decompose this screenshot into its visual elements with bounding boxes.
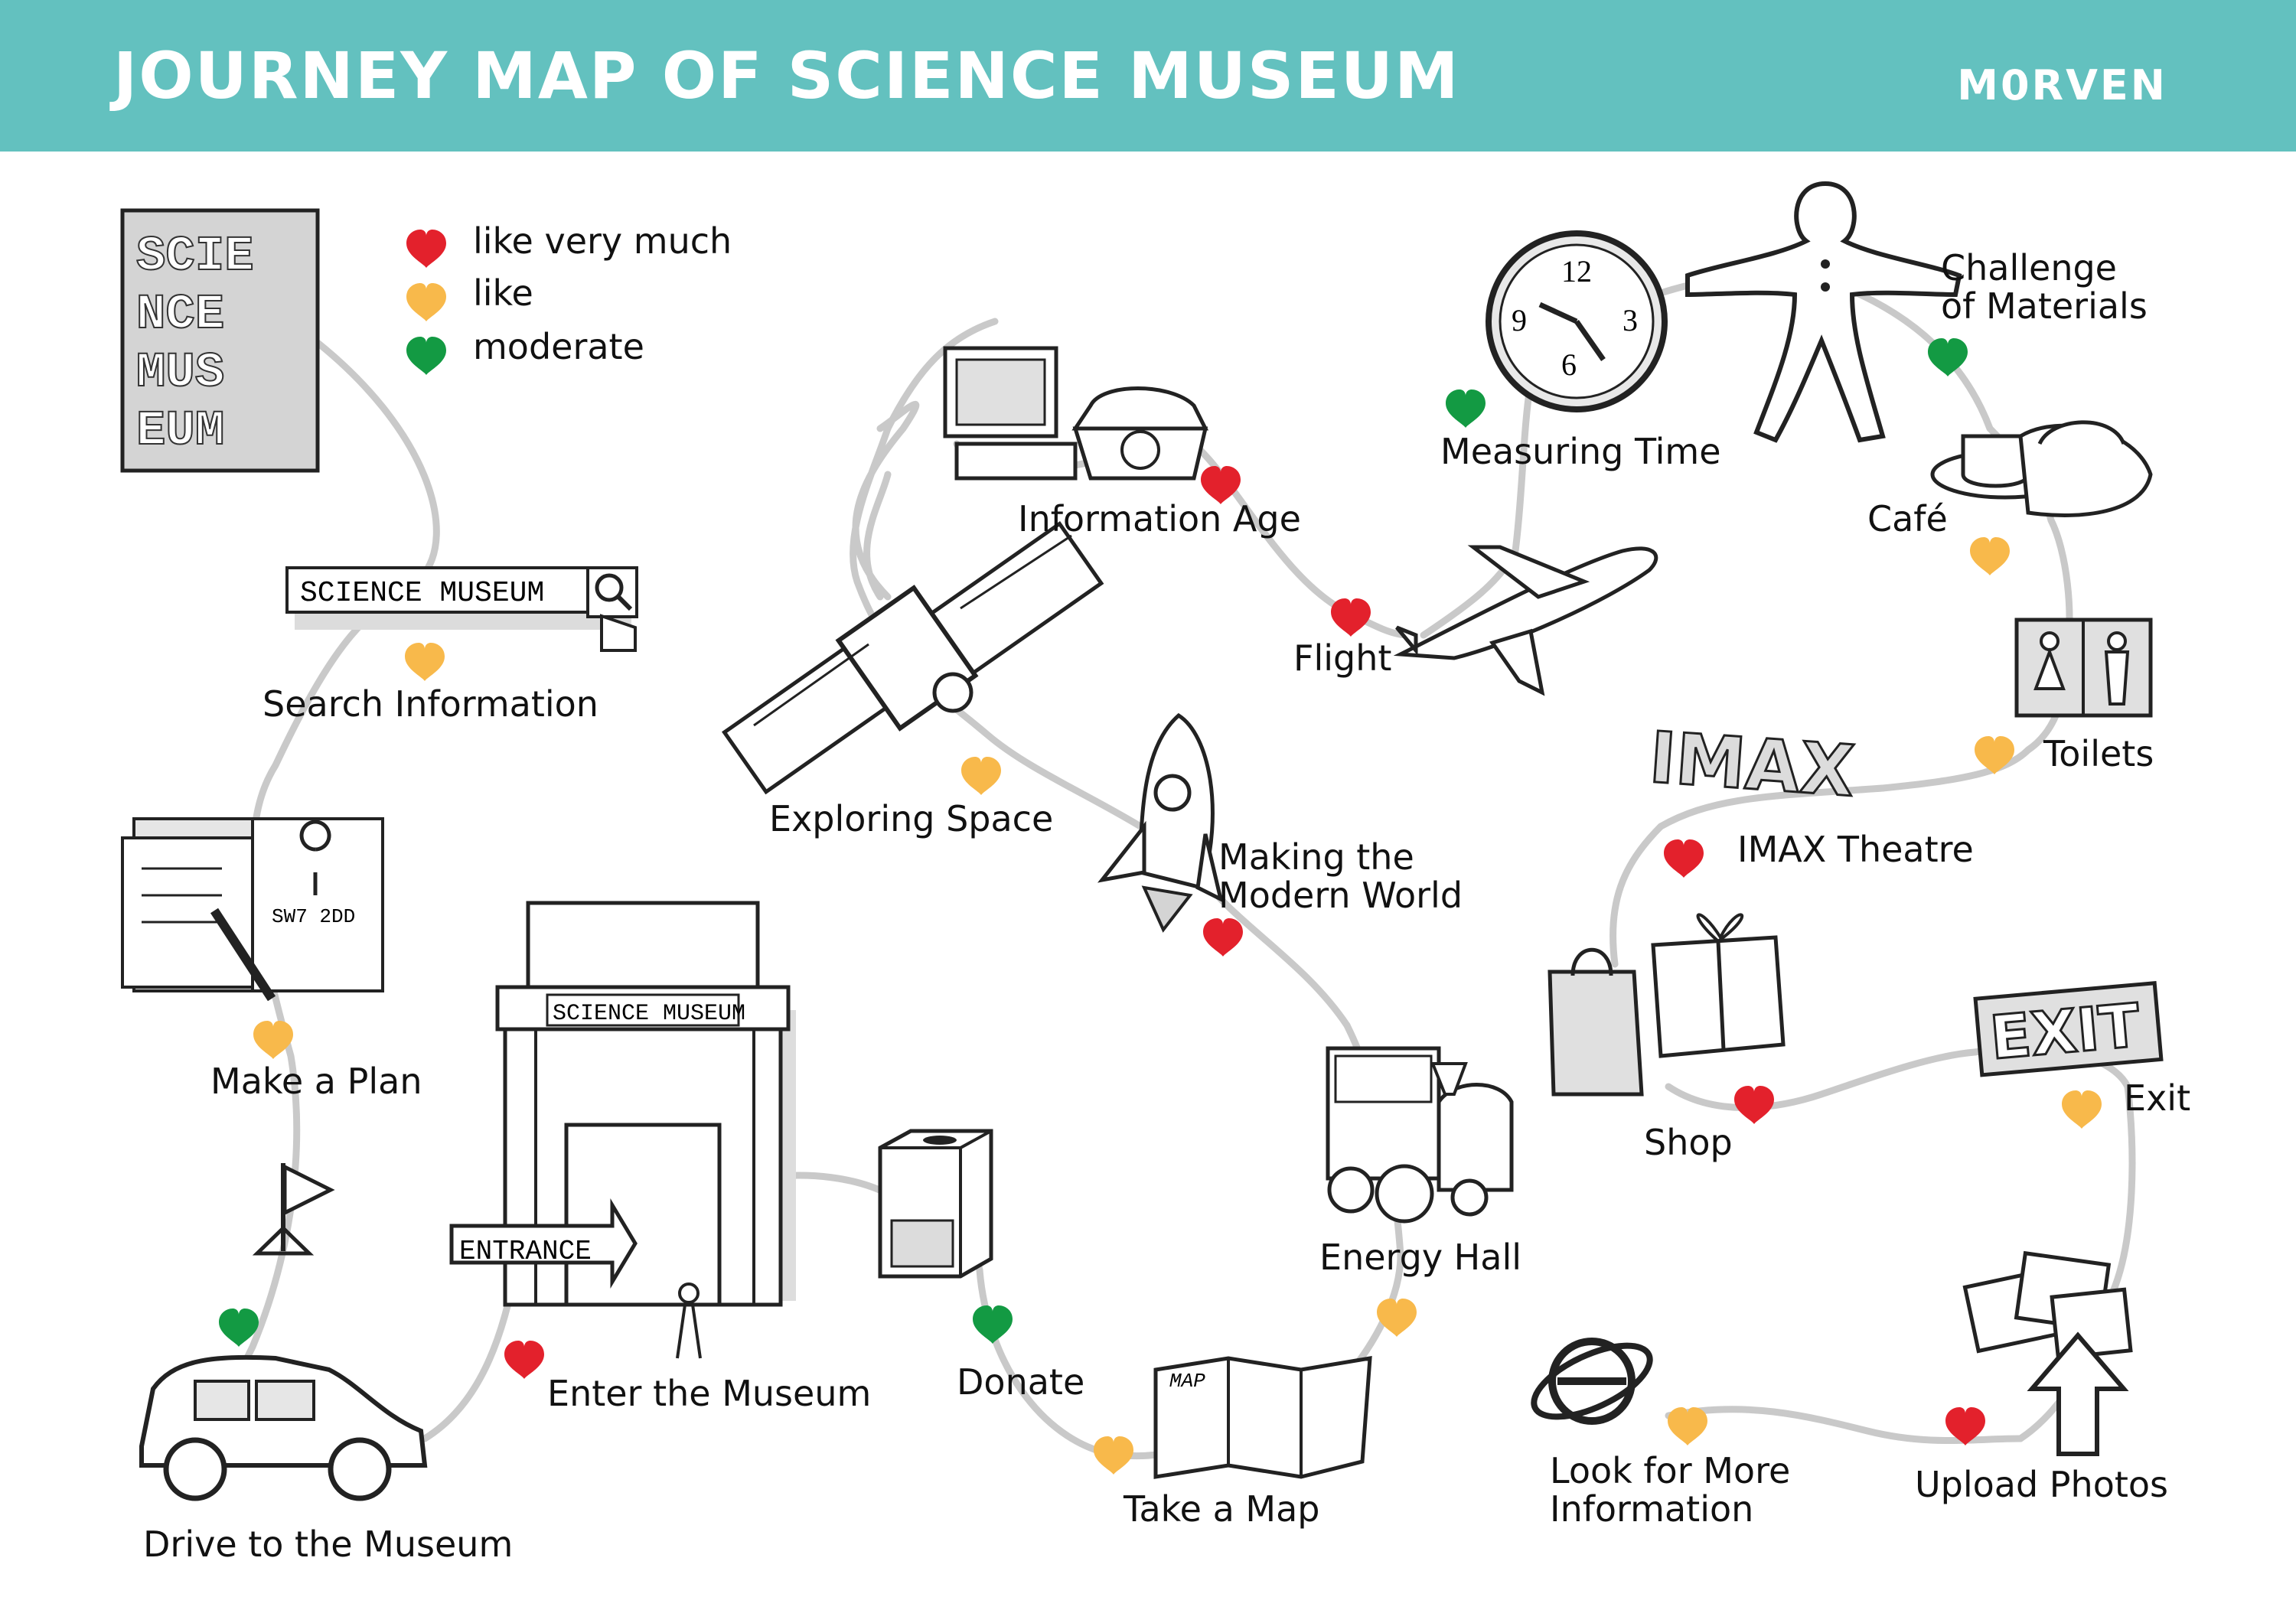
stop-label-imax: IMAX Theatre <box>1737 829 1974 870</box>
logo-line: SCIE <box>136 230 254 285</box>
computer-telephone-icon <box>943 346 1209 481</box>
legend-heart-like-very-much <box>406 230 446 268</box>
search-bar-icon: SCIENCE MUSEUM <box>285 566 638 652</box>
building-sign: SCIENCE MUSEUM <box>553 1001 745 1027</box>
page-title: JOURNEY MAP OF SCIENCE MUSEUM <box>113 38 1460 113</box>
legend-label-like-very-much: like very much <box>473 220 732 262</box>
clock-number: 6 <box>1561 347 1577 382</box>
stop-label-energy: Energy Hall <box>1319 1237 1522 1278</box>
stop-label-plan: Make a Plan <box>210 1061 422 1102</box>
donation-box-icon <box>878 1129 993 1279</box>
steam-train-icon <box>1326 1046 1514 1224</box>
flag-icon <box>252 1163 335 1256</box>
postcode-text: SW7 2DD <box>272 905 355 928</box>
clock-number: 3 <box>1623 303 1638 337</box>
rating-heart-modern <box>1203 918 1243 957</box>
exit-word: EXIT <box>1988 992 2143 1074</box>
rating-heart-space <box>961 757 1001 795</box>
toilet-sign-icon <box>2014 618 2153 718</box>
stop-label-cafe: Café <box>1867 498 1948 539</box>
rating-heart-time <box>1446 389 1486 428</box>
logo-line: EUM <box>136 404 224 459</box>
clock-number: 12 <box>1561 254 1592 288</box>
entrance-sign: ENTRANCE <box>459 1236 592 1267</box>
rating-heart-shop <box>1734 1086 1774 1124</box>
rocket-icon <box>1097 712 1224 933</box>
legend-label-like: like <box>473 272 533 314</box>
rating-heart-toilets <box>1975 736 2014 774</box>
legend-label-moderate: moderate <box>473 326 644 367</box>
plan-map-icon: SW7 2DD <box>121 817 384 1002</box>
figure-icon <box>1685 181 1962 443</box>
stop-label-upload: Upload Photos <box>1915 1464 2168 1505</box>
rating-heart-imax <box>1664 839 1704 878</box>
rating-heart-takemap <box>1094 1436 1133 1475</box>
stop-label-takemap: Take a Map <box>1124 1488 1320 1530</box>
clock-number: 9 <box>1512 303 1527 337</box>
stop-label-toilets: Toilets <box>2043 733 2154 774</box>
legend-heart-like <box>406 283 446 321</box>
science-museum-logo-icon: SCIE NCE MUS EUM <box>120 208 320 473</box>
stop-label-shop: Shop <box>1644 1122 1733 1163</box>
logo-line: MUS <box>136 346 224 401</box>
header-bar: JOURNEY MAP OF SCIENCE MUSEUM M0RVEN <box>0 0 2296 152</box>
stop-label-time: Measuring Time <box>1440 431 1721 472</box>
legend-heart-moderate <box>406 337 446 375</box>
rating-heart-cafe <box>1970 537 2010 575</box>
satellite-icon <box>722 520 1104 795</box>
brand-name: M0RVEN <box>1957 61 2167 109</box>
rating-heart-enter <box>504 1341 544 1379</box>
stop-label-materials: Challenge of Materials <box>1941 247 2148 327</box>
map-word: MAP <box>1169 1370 1205 1393</box>
exit-sign-icon: EXIT <box>1973 981 2164 1077</box>
coffee-cake-icon <box>1930 420 2153 517</box>
rating-heart-search <box>405 643 445 681</box>
search-text: SCIENCE MUSEUM <box>300 577 544 610</box>
stop-label-more: Look for More Information <box>1550 1450 1791 1530</box>
imax-logo-icon: IMAX <box>1645 715 1858 813</box>
rating-heart-donate <box>973 1305 1013 1344</box>
taxi-icon <box>139 1354 428 1501</box>
stop-label-info: Information Age <box>1018 498 1301 539</box>
folded-map-icon: MAP <box>1153 1356 1372 1479</box>
stop-label-donate: Donate <box>957 1361 1085 1403</box>
stop-label-space: Exploring Space <box>769 798 1054 839</box>
airplane-icon <box>1393 545 1658 696</box>
upload-photos-icon <box>1962 1250 2133 1456</box>
shopping-bag-gift-icon <box>1548 913 1786 1097</box>
stop-label-flight: Flight <box>1293 637 1392 679</box>
rating-heart-flight <box>1331 598 1371 637</box>
museum-building-icon: SCIENCE MUSEUM ENTRANCE <box>449 901 796 1359</box>
imax-word: IMAX <box>1647 716 1857 812</box>
stop-label-modern: Making the Modern World <box>1218 836 1463 916</box>
internet-explorer-icon <box>1531 1338 1653 1425</box>
stop-label-exit: Exit <box>2124 1077 2191 1119</box>
rating-heart-energy <box>1377 1299 1417 1337</box>
stop-label-enter: Enter the Museum <box>547 1373 872 1414</box>
logo-line: NCE <box>136 288 224 343</box>
stop-label-search: Search Information <box>263 683 598 725</box>
stop-label-drive: Drive to the Museum <box>143 1524 514 1565</box>
rating-heart-exit <box>2062 1090 2102 1129</box>
clock-icon: 12 3 6 9 <box>1486 230 1668 412</box>
